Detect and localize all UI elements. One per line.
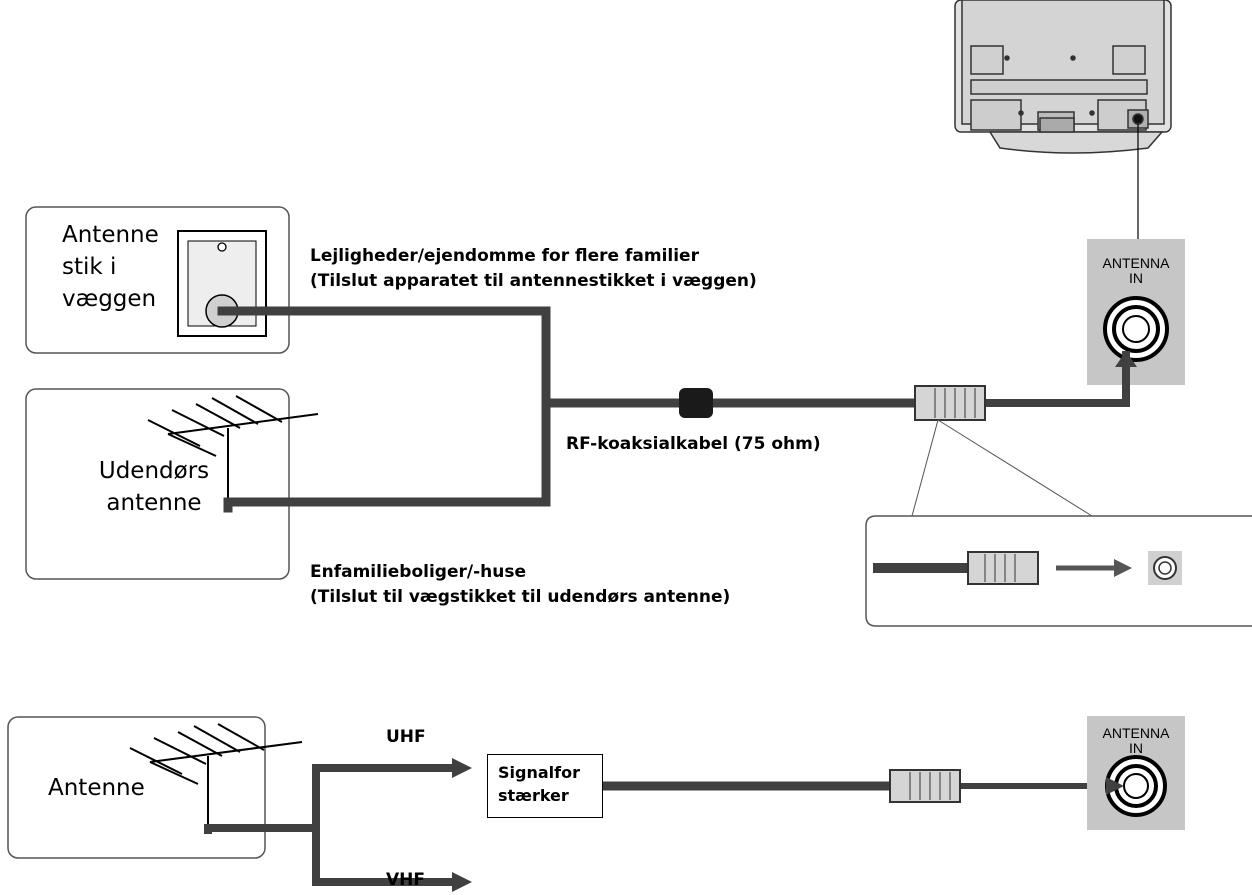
uhf-vhf-split-cable	[204, 764, 462, 886]
antenna-in-label-bottom-line1: ANTENNA	[1102, 725, 1170, 741]
antenna-in-jack	[1103, 296, 1169, 362]
outdoor-antenna-label-line1: Udendørs	[98, 458, 210, 484]
coax-plug-bottom	[889, 769, 961, 803]
apartments-caption: Lejligheder/ejendomme for flere familier…	[310, 244, 757, 294]
uhf-arrowhead	[452, 758, 472, 778]
houses-caption-line1: Enfamilieboliger/-huse	[310, 562, 527, 582]
outdoor-antenna-label: Udendørs antenne	[84, 455, 224, 519]
uhf-label-text: UHF	[386, 727, 426, 747]
cable-caption-text: RF-koaksialkabel (75 ohm)	[566, 434, 821, 454]
antenna-in-label-bottom: ANTENNA IN	[1091, 726, 1181, 756]
bottom-antenna-label: Antenne	[48, 772, 145, 804]
antenna-in-label-line2: IN	[1129, 270, 1143, 286]
wall-socket-label-line1: Antenne	[62, 222, 159, 248]
callout-lines	[911, 419, 1093, 517]
wall-socket-label-line2: stik i	[62, 254, 117, 280]
coax-plug-top	[914, 385, 986, 421]
outdoor-antenna-icon	[147, 395, 319, 508]
wall-socket-label: Antenne stik i væggen	[62, 219, 159, 315]
houses-caption: Enfamilieboliger/-huse (Tilslut til vægs…	[310, 560, 730, 610]
cable-caption: RF-koaksialkabel (75 ohm)	[566, 432, 821, 457]
outdoor-antenna-label-line2: antenne	[106, 490, 202, 516]
signal-amplifier-line2: stærker	[498, 786, 569, 805]
houses-caption-line2: (Tilslut til vægstikket til udendørs ant…	[310, 587, 731, 607]
signal-amplifier-box: Signalfor stærker	[487, 754, 603, 818]
vhf-label: VHF	[386, 868, 425, 893]
vhf-label-text: VHF	[386, 870, 425, 890]
tv-rear-view	[954, 0, 1172, 154]
apartments-caption-line1: Lejligheder/ejendomme for flere familier	[310, 246, 699, 266]
bottom-port-arrowhead	[1106, 777, 1124, 795]
cable-arrowhead-top	[1115, 351, 1137, 367]
vhf-arrowhead	[452, 872, 472, 892]
cable-ferrite	[679, 388, 713, 418]
zoom-callout-box	[865, 515, 1252, 627]
coax-cable-top	[217, 306, 1130, 513]
antenna-in-label: ANTENNA IN	[1091, 256, 1181, 286]
bottom-antenna-box	[7, 716, 266, 859]
antenna-in-label-bottom-line2: IN	[1129, 740, 1143, 756]
apartments-caption-line2: (Tilslut apparatet til antennestikket i …	[310, 271, 757, 291]
wall-socket-plate	[177, 230, 267, 337]
uhf-label: UHF	[386, 725, 426, 750]
bottom-antenna-icon	[129, 723, 303, 830]
antenna-in-label-line1: ANTENNA	[1102, 255, 1170, 271]
zoom-cable-detail	[873, 551, 1182, 585]
wall-socket-label-line3: væggen	[62, 286, 157, 312]
bottom-antenna-label-text: Antenne	[48, 775, 145, 801]
signal-amplifier-line1: Signalfor	[498, 763, 580, 782]
